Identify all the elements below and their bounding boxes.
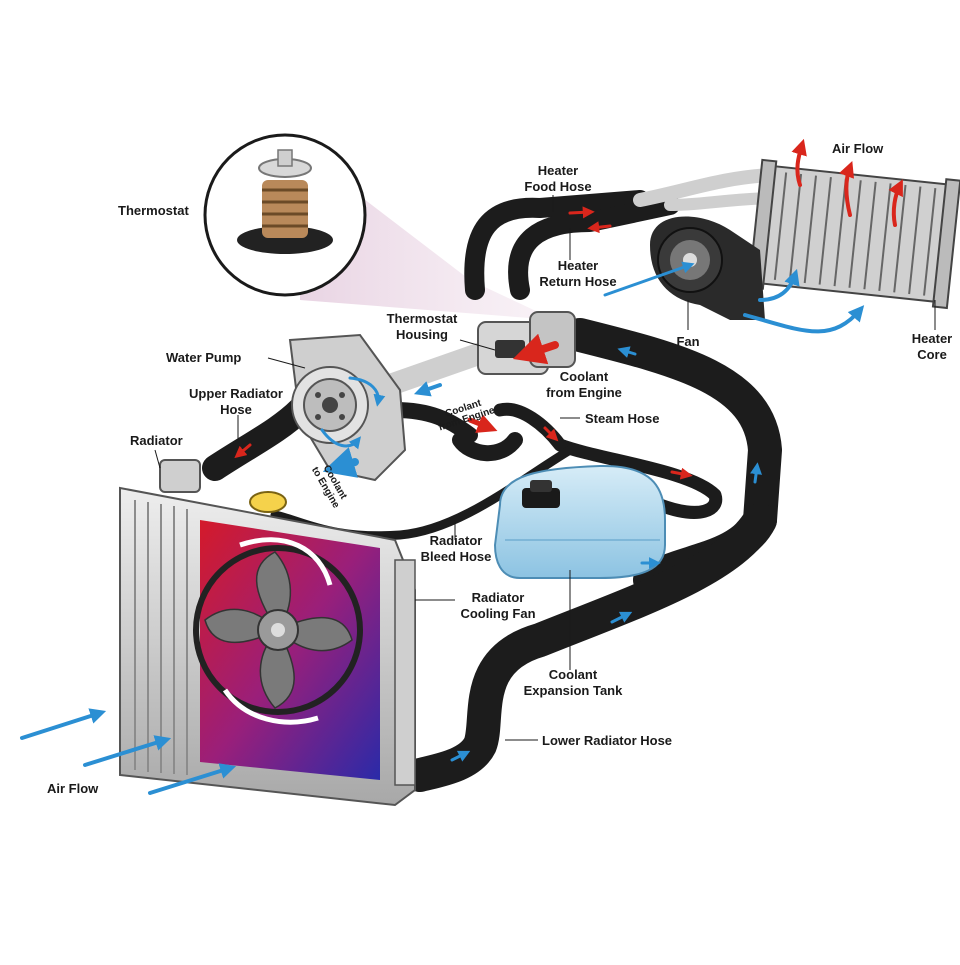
heater-core — [747, 158, 960, 310]
label-radiator: Radiator — [130, 433, 183, 448]
coolant-expansion-tank — [493, 464, 666, 579]
leader-lines — [154, 195, 936, 741]
fan-air-in-1 — [603, 261, 695, 297]
heater-air-out-2 — [839, 161, 855, 217]
thermostat-zoom-cone — [300, 150, 555, 320]
pump-bypass-hose — [387, 402, 478, 443]
blower-fan — [650, 216, 765, 320]
heater-air-out-1 — [791, 138, 807, 187]
thermostat-inset — [203, 133, 367, 297]
label-thermostat: Thermostat — [118, 203, 189, 218]
fan-air-in-2 — [758, 268, 800, 302]
flow-arrows — [20, 138, 903, 795]
air-flow-arrow-3 — [148, 763, 237, 795]
upper-radiator-hose — [202, 397, 313, 481]
label-air-flow-bottom: Air Flow — [47, 781, 99, 796]
coolant-to-engine-arrow — [322, 447, 359, 478]
thermostat-housing — [477, 311, 576, 375]
radiator-cooling-fan — [193, 537, 363, 725]
steam-hose — [493, 402, 723, 519]
label-steam-hose: Steam Hose — [585, 411, 660, 426]
label-air-flow-top: Air Flow — [832, 141, 884, 156]
radiator-cap — [249, 491, 287, 513]
radiator-core — [200, 520, 380, 780]
label-lower-radiator-hose: Lower Radiator Hose — [542, 733, 673, 748]
air-flow-arrow-1 — [20, 708, 107, 740]
engine-inlet-hose — [452, 432, 523, 462]
heater-food-hose — [464, 190, 650, 300]
coolant-from-engine-arrow — [512, 333, 559, 365]
label-water-pump: Water Pump — [166, 350, 242, 365]
air-flow-arrow-2 — [83, 735, 172, 767]
heater-return-hose — [508, 195, 680, 300]
heater-air-out-3 — [888, 179, 903, 227]
fan-air-in-3 — [743, 305, 865, 334]
water-pump — [288, 333, 407, 482]
label-fan: Fan — [676, 334, 700, 349]
